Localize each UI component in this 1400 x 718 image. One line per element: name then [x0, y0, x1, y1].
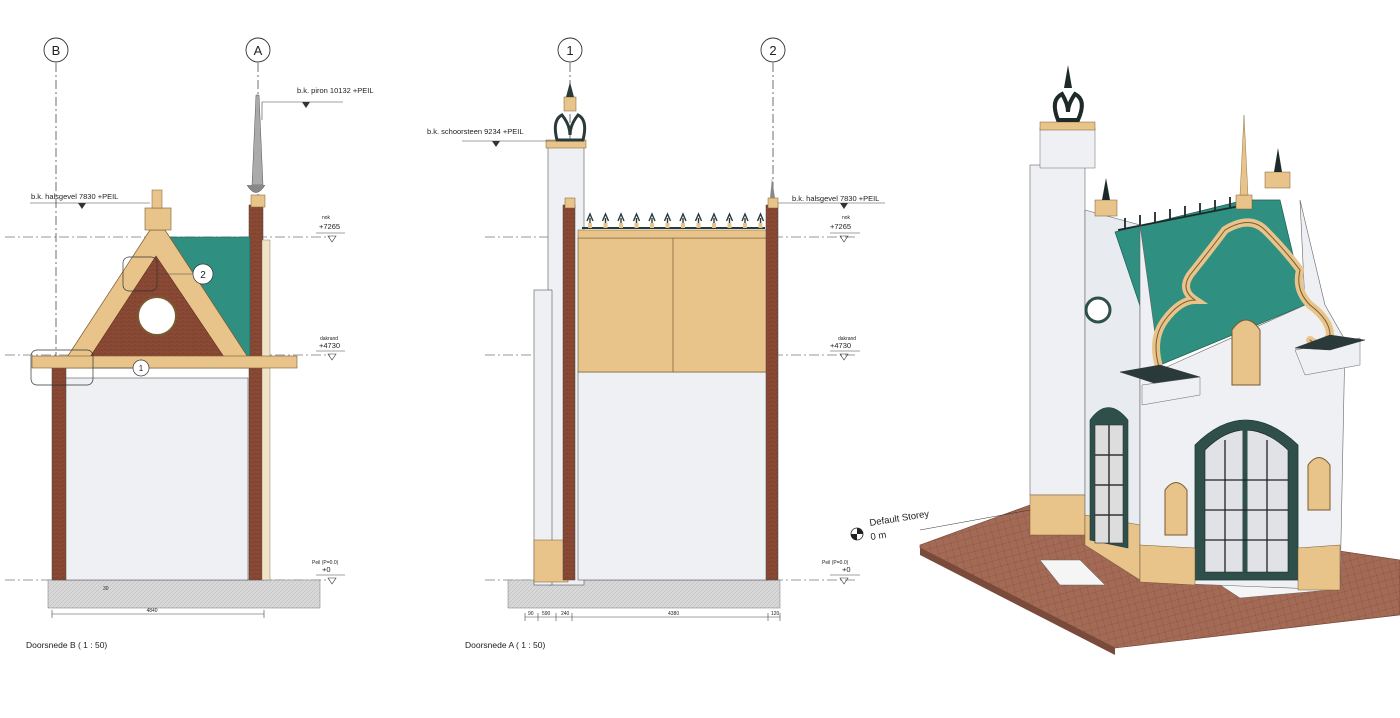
level-halsgevel-mid: b.k. halsgevel 7830 +PEIL	[792, 194, 879, 203]
left-wall-column	[51, 365, 67, 581]
level-dakrand-value-a: +4730	[830, 341, 851, 350]
wall-b	[64, 377, 249, 581]
grid-bubble-1	[557, 37, 583, 63]
grid-label-1: 1	[566, 43, 573, 58]
cresting-base	[619, 223, 623, 228]
title-section-b: Doorsnede B ( 1 : 50)	[26, 640, 107, 650]
grid-bubble-2	[760, 37, 786, 63]
gable-top-block	[144, 207, 172, 231]
wall-column-2	[765, 204, 779, 581]
dim-a-seg2: 590	[542, 611, 551, 617]
dim-b-small: 30	[103, 586, 109, 592]
callout-1-label: 1	[139, 364, 144, 373]
level-nok-label-a: nok	[842, 215, 851, 221]
cresting-base	[665, 223, 670, 228]
cresting-base	[588, 223, 592, 228]
eaves-beam-b	[31, 355, 298, 369]
gable-window-3d	[1231, 319, 1261, 386]
level-peil-value-b: +0	[322, 565, 331, 574]
cresting-base	[743, 223, 747, 228]
level-nok-label-b: nok	[322, 215, 331, 221]
cresting-base	[650, 223, 654, 228]
right-wall-column	[248, 204, 264, 581]
storey-value: 0 m	[870, 530, 887, 543]
wall-a	[577, 371, 769, 581]
level-schoorsteen: b.k. schoorsteen 9234 +PEIL	[427, 127, 524, 136]
storey-marker-icon	[850, 527, 864, 541]
detail-box-1	[30, 349, 94, 386]
level-peil-label-b: Peil (P=0.0)	[312, 560, 339, 566]
section-a-drawing	[462, 37, 885, 621]
gable-round-window	[137, 296, 177, 336]
level-halsgevel-left: b.k. halsgevel 7830 +PEIL	[31, 192, 118, 201]
level-piron: b.k. piron 10132 +PEIL	[297, 86, 374, 95]
callout-2	[192, 263, 214, 285]
cresting-base	[758, 223, 763, 228]
grid-label-a: A	[254, 43, 263, 58]
level-peil-value-a: +0	[842, 565, 851, 574]
cresting-base	[712, 223, 716, 228]
dim-a-seg1: 90	[528, 611, 534, 617]
spire-3d	[1239, 114, 1249, 196]
level-dakrand-value-b: +4730	[319, 341, 340, 350]
grid-bubble-a	[245, 37, 271, 63]
side-round-window-3d	[1084, 296, 1112, 324]
chimney-ornament	[553, 113, 587, 142]
cresting-base	[634, 223, 639, 228]
wall-column-1	[562, 204, 576, 581]
dim-b-total: 4840	[146, 608, 157, 614]
level-peil-label-a: Peil (P=0.0)	[822, 560, 849, 566]
view-3d	[850, 65, 1400, 655]
right-trim	[261, 239, 271, 581]
dim-a-seg5: 120	[771, 611, 780, 617]
level-dakrand-label-a: dakrand	[838, 336, 856, 342]
dim-a-seg4: 4380	[668, 611, 679, 617]
small-window-right-3d	[1307, 457, 1331, 511]
chimney-3d	[1029, 164, 1086, 496]
section-b-drawing	[5, 37, 345, 618]
cresting-base	[727, 223, 732, 228]
cresting-base	[681, 223, 685, 228]
level-nok-value-a: +7265	[830, 222, 851, 231]
level-nok-value-b: +7265	[319, 222, 340, 231]
spire	[251, 94, 264, 186]
small-window-left-3d	[1164, 482, 1188, 536]
title-section-a: Doorsnede A ( 1 : 50)	[465, 640, 545, 650]
dim-a-seg3: 240	[561, 611, 570, 617]
roof-cresting-3d	[1117, 197, 1246, 231]
level-dakrand-label-b: dakrand	[320, 336, 338, 342]
cresting-base	[603, 223, 608, 228]
grid-label-2: 2	[769, 43, 776, 58]
foundation-b	[47, 579, 321, 609]
roof-cresting	[582, 212, 765, 229]
chimney-ornament-3d	[1052, 91, 1084, 122]
cresting-base	[696, 223, 701, 228]
grid-label-b: B	[52, 43, 61, 58]
finial-b	[151, 189, 163, 209]
callout-2-label: 2	[200, 270, 206, 281]
callout-1	[132, 359, 150, 377]
grid-bubble-b	[43, 37, 69, 63]
storey-name: Default Storey	[869, 509, 930, 529]
